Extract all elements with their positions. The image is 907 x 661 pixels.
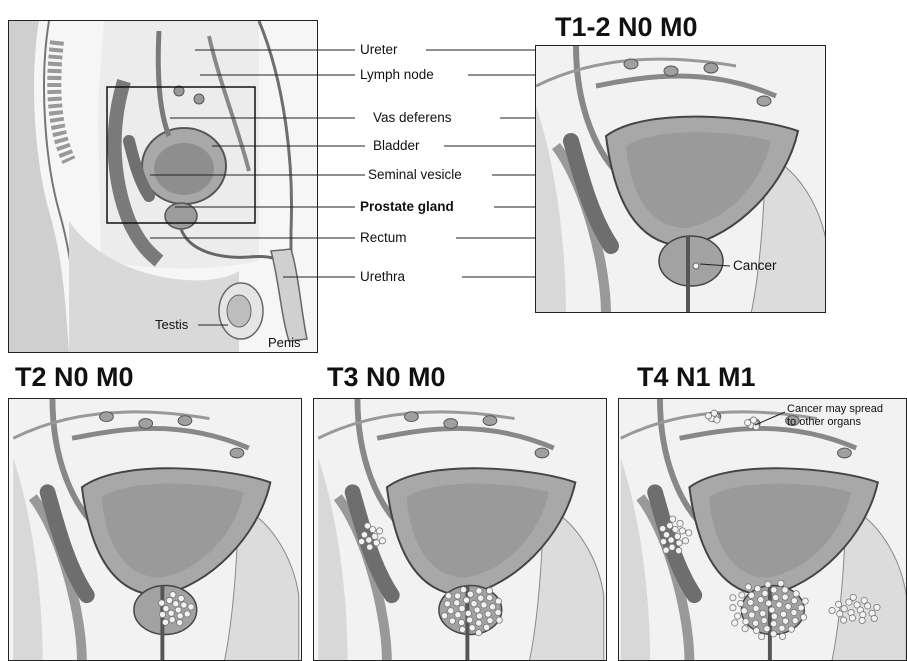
- annotation-cancer: Cancer: [733, 259, 777, 273]
- label-testis: Testis: [155, 318, 188, 331]
- lymph-node-4: [757, 96, 771, 106]
- prostate: [659, 236, 723, 286]
- stage-illustration-t1-2: [536, 46, 826, 313]
- stage-panel-t4: [618, 398, 907, 661]
- label-penis: Penis: [268, 336, 301, 349]
- stage-title-t3: T3 N0 M0: [327, 364, 446, 391]
- lymph-node-1: [100, 412, 114, 422]
- lymph-node-2: [139, 419, 153, 429]
- overview-panel: [8, 20, 318, 353]
- lymph-node-4: [535, 448, 549, 458]
- tumor: [693, 263, 699, 269]
- stage-panel-t2: [8, 398, 302, 661]
- lymph-node-3: [483, 416, 497, 426]
- annotation-spread-line-2: to other organs: [787, 416, 861, 428]
- label-seminal-vesicle: Seminal vesicle: [368, 168, 462, 182]
- label-ureter: Ureter: [360, 43, 398, 57]
- lymph-node-2: [664, 66, 678, 76]
- lymph-node-1: [624, 59, 638, 69]
- stage-panel-t1-2: [535, 45, 826, 313]
- lymph-node-4: [230, 448, 244, 458]
- lymph-node-1: [405, 412, 419, 422]
- stage-title-t2: T2 N0 M0: [15, 364, 134, 391]
- overview-anatomy-illustration: [9, 21, 318, 353]
- annotation-spread-line-1: Cancer may spread: [787, 403, 883, 415]
- label-vas-deferens: Vas deferens: [373, 111, 452, 125]
- lymph-node-3: [704, 63, 718, 73]
- lymph-node-3: [178, 416, 192, 426]
- stage-title-t4: T4 N1 M1: [637, 364, 756, 391]
- stage-title-t1-2: T1-2 N0 M0: [555, 14, 698, 41]
- stage-panel-t3: [313, 398, 607, 661]
- lymph-node-4: [838, 448, 852, 458]
- label-rectum: Rectum: [360, 231, 407, 245]
- label-prostate-gland: Prostate gland: [360, 200, 454, 214]
- stage-illustration-t4: [619, 399, 907, 661]
- label-urethra: Urethra: [360, 270, 405, 284]
- stage-illustration-t2: [9, 399, 302, 661]
- stage-illustration-t3: [314, 399, 607, 661]
- label-bladder: Bladder: [373, 139, 420, 153]
- label-lymph-node: Lymph node: [360, 68, 434, 82]
- lymph-node-2: [444, 419, 458, 429]
